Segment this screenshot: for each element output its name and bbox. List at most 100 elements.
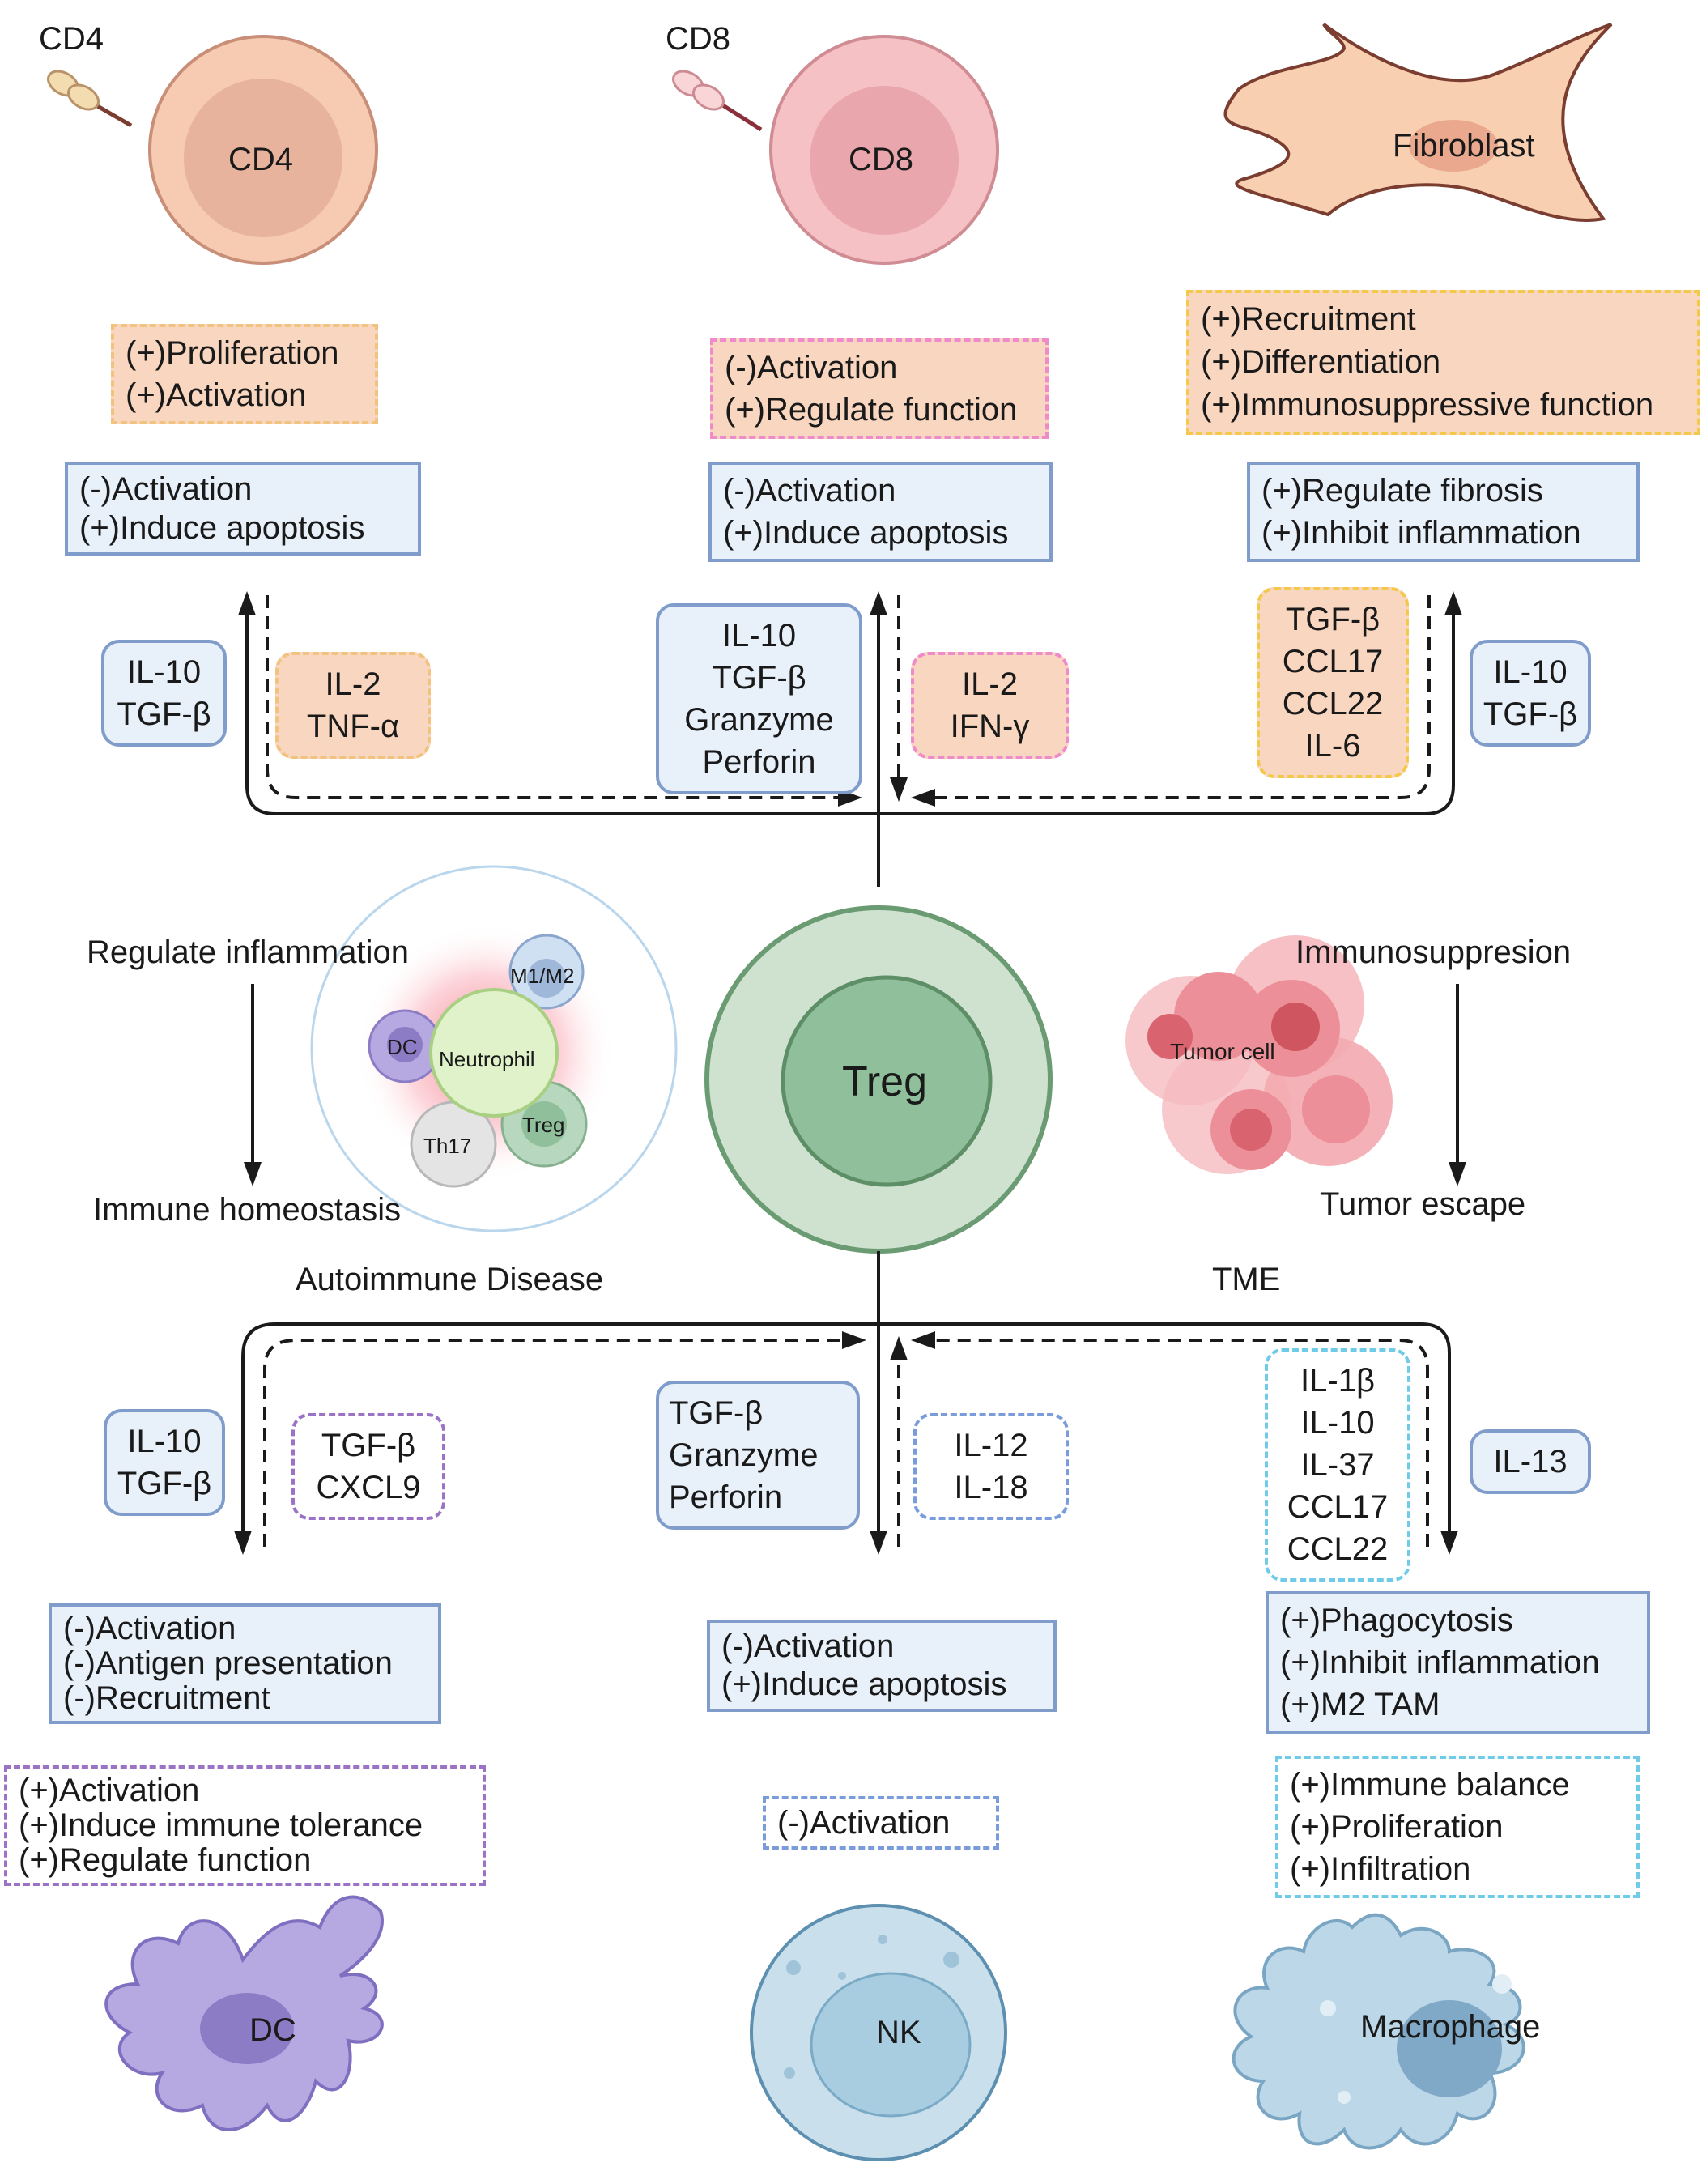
side-arrows xyxy=(244,984,1466,1186)
cd4-cell xyxy=(47,35,378,265)
cytokine: IL-1β xyxy=(1300,1363,1375,1399)
cytokine: CCL22 xyxy=(1282,686,1384,722)
macrophage-effect: (+)Immune balance xyxy=(1290,1767,1570,1803)
cd8-effect: (-)Activation xyxy=(725,350,898,385)
macrophage-treg-effects-box: (+)Phagocytosis (+)Inhibit inflammation … xyxy=(1266,1591,1650,1734)
fibroblast-to-treg-factors-box: TGF-β CCL17 CCL22 IL-6 xyxy=(1257,587,1409,778)
fibroblast-treg-effect: (+)Regulate fibrosis xyxy=(1261,473,1543,509)
cd8-treg-effects-box: (-)Activation (+)Induce apoptosis xyxy=(708,462,1053,562)
cytokine: TNF-α xyxy=(306,709,400,744)
cytokine: IL-2 xyxy=(962,666,1018,702)
cytokine: Perforin xyxy=(669,1479,783,1515)
dc-treg-factors-box: IL-10 TGF-β xyxy=(104,1409,225,1516)
fibroblast-treg-effect: (+)Inhibit inflammation xyxy=(1261,515,1581,551)
cluster-dc-label: DC xyxy=(387,1035,418,1059)
cd4-effects-box: (+)Proliferation (+)Activation xyxy=(111,324,378,424)
nk-treg-effect: (+)Induce apoptosis xyxy=(721,1667,1007,1702)
dc-effect: (+)Regulate function xyxy=(19,1842,312,1878)
cytokine: TGF-β xyxy=(669,1395,764,1431)
cd8-caption: CD8 xyxy=(666,21,731,57)
dc-treg-effect: (-)Activation xyxy=(63,1611,236,1646)
cluster-treg-label: Treg xyxy=(522,1113,565,1137)
macrophage-treg-factors-box: IL-13 xyxy=(1470,1429,1591,1494)
fibroblast-effect: (+)Recruitment xyxy=(1201,301,1416,337)
top-arrows xyxy=(238,591,1462,887)
macrophage-treg-effect: (+)Inhibit inflammation xyxy=(1280,1645,1600,1680)
tumor-cell-label: Tumor cell xyxy=(1170,1039,1275,1064)
cd8-to-treg-factors-box: IL-2 IFN-γ xyxy=(911,652,1069,759)
cytokine: CCL17 xyxy=(1287,1489,1389,1525)
nk-label: NK xyxy=(876,2015,921,2050)
bottom-arrows xyxy=(234,1251,1458,1555)
cd8-effect: (+)Regulate function xyxy=(725,392,1018,428)
macrophage-to-treg-factors-box: IL-1β IL-10 IL-37 CCL17 CCL22 xyxy=(1265,1348,1410,1582)
macrophage-effects-box: (+)Immune balance (+)Proliferation (+)In… xyxy=(1275,1756,1640,1898)
fibroblast-effect: (+)Differentiation xyxy=(1201,344,1441,380)
macrophage-label: Macrophage xyxy=(1360,2009,1541,2045)
dc-treg-effect: (-)Antigen presentation xyxy=(63,1645,393,1681)
cytokine: IL-2 xyxy=(325,666,381,702)
cytokine: IL-10 xyxy=(1300,1405,1375,1441)
cd4-to-treg-factors-box: IL-2 TNF-α xyxy=(275,652,431,759)
dc-cell xyxy=(104,1895,384,2131)
cytokine: CCL22 xyxy=(1287,1531,1389,1567)
cytokine: IL-10 xyxy=(721,618,797,653)
cd4-caption: CD4 xyxy=(39,21,104,57)
cytokine: Granzyme xyxy=(684,702,834,738)
dc-effect: (+)Induce immune tolerance xyxy=(19,1807,423,1843)
cluster-th17-label: Th17 xyxy=(423,1134,472,1158)
autoimmune-disease-label: Autoimmune Disease xyxy=(296,1262,604,1297)
cytokine: CXCL9 xyxy=(316,1470,421,1505)
cytokine: TGF-β xyxy=(1285,602,1381,637)
fibroblast-label: Fibroblast xyxy=(1393,128,1535,164)
cd8-treg-effect: (-)Activation xyxy=(723,473,896,509)
cd8-effects-box: (-)Activation (+)Regulate function xyxy=(710,338,1049,439)
cytokine: IL-13 xyxy=(1493,1444,1568,1479)
fibroblast-treg-effects-box: (+)Regulate fibrosis (+)Inhibit inflamma… xyxy=(1247,462,1640,562)
cluster-neutrophil-label: Neutrophil xyxy=(439,1047,535,1071)
cytokine: IL-18 xyxy=(954,1470,1028,1505)
dc-effects-box: (+)Activation (+)Induce immune tolerance… xyxy=(4,1765,486,1886)
nk-effect: (-)Activation xyxy=(777,1805,951,1841)
cytokine: IL-10 xyxy=(126,654,202,690)
fibroblast-effects-box: (+)Recruitment (+)Differentiation (+)Imm… xyxy=(1186,290,1700,435)
nk-effects-box: (-)Activation xyxy=(763,1796,999,1850)
tme-label: TME xyxy=(1212,1262,1281,1297)
macrophage-effect: (+)Infiltration xyxy=(1290,1851,1471,1887)
cytokine: IL-6 xyxy=(1304,728,1361,764)
dc-effect: (+)Activation xyxy=(19,1773,200,1808)
tumor-escape-label: Tumor escape xyxy=(1320,1186,1526,1222)
cytokine: IL-12 xyxy=(954,1428,1028,1463)
cd4-effect: (+)Proliferation xyxy=(126,335,339,371)
cytokine: Granzyme xyxy=(669,1437,819,1473)
cd8-nucleus-label: CD8 xyxy=(849,142,914,177)
cytokine: IL-37 xyxy=(1300,1447,1375,1483)
macrophage-effect: (+)Proliferation xyxy=(1290,1809,1504,1845)
cytokine: Perforin xyxy=(702,744,816,780)
fibroblast-cell xyxy=(1223,23,1613,222)
nk-treg-effects-box: (-)Activation (+)Induce apoptosis xyxy=(707,1620,1057,1712)
fibroblast-treg-factors-box: IL-10 TGF-β xyxy=(1470,640,1591,747)
cytokine: TGF-β xyxy=(117,1466,212,1501)
cytokine: CCL17 xyxy=(1282,644,1384,679)
nk-to-treg-factors-box: IL-12 IL-18 xyxy=(913,1413,1069,1520)
dc-to-treg-factors-box: TGF-β CXCL9 xyxy=(291,1413,445,1520)
cd4-treg-factors-box: IL-10 TGF-β xyxy=(101,640,227,747)
cd4-treg-effects-box: (-)Activation (+)Induce apoptosis xyxy=(65,462,421,556)
fibroblast-effect: (+)Immunosuppressive function xyxy=(1201,387,1654,423)
macrophage-cell xyxy=(1232,1913,1525,2150)
immunosuppresion-label: Immunosuppresion xyxy=(1295,934,1572,970)
cluster-m1m2-label: M1/M2 xyxy=(510,964,575,988)
cytokine: TGF-β xyxy=(117,696,211,732)
cd4-treg-effect: (-)Activation xyxy=(79,471,253,507)
cytokine: IFN-γ xyxy=(950,709,1030,744)
cd8-treg-factors-box: IL-10 TGF-β Granzyme Perforin xyxy=(656,603,862,794)
dc-treg-effects-box: (-)Activation (-)Antigen presentation (-… xyxy=(49,1603,441,1724)
treg-label: Treg xyxy=(842,1058,927,1105)
cytokine: IL-10 xyxy=(1493,654,1568,690)
tumor-cluster xyxy=(1125,935,1393,1174)
dc-label: DC xyxy=(249,2012,296,2048)
cytokine: TGF-β xyxy=(1483,696,1578,732)
cytokine: IL-10 xyxy=(127,1424,202,1459)
